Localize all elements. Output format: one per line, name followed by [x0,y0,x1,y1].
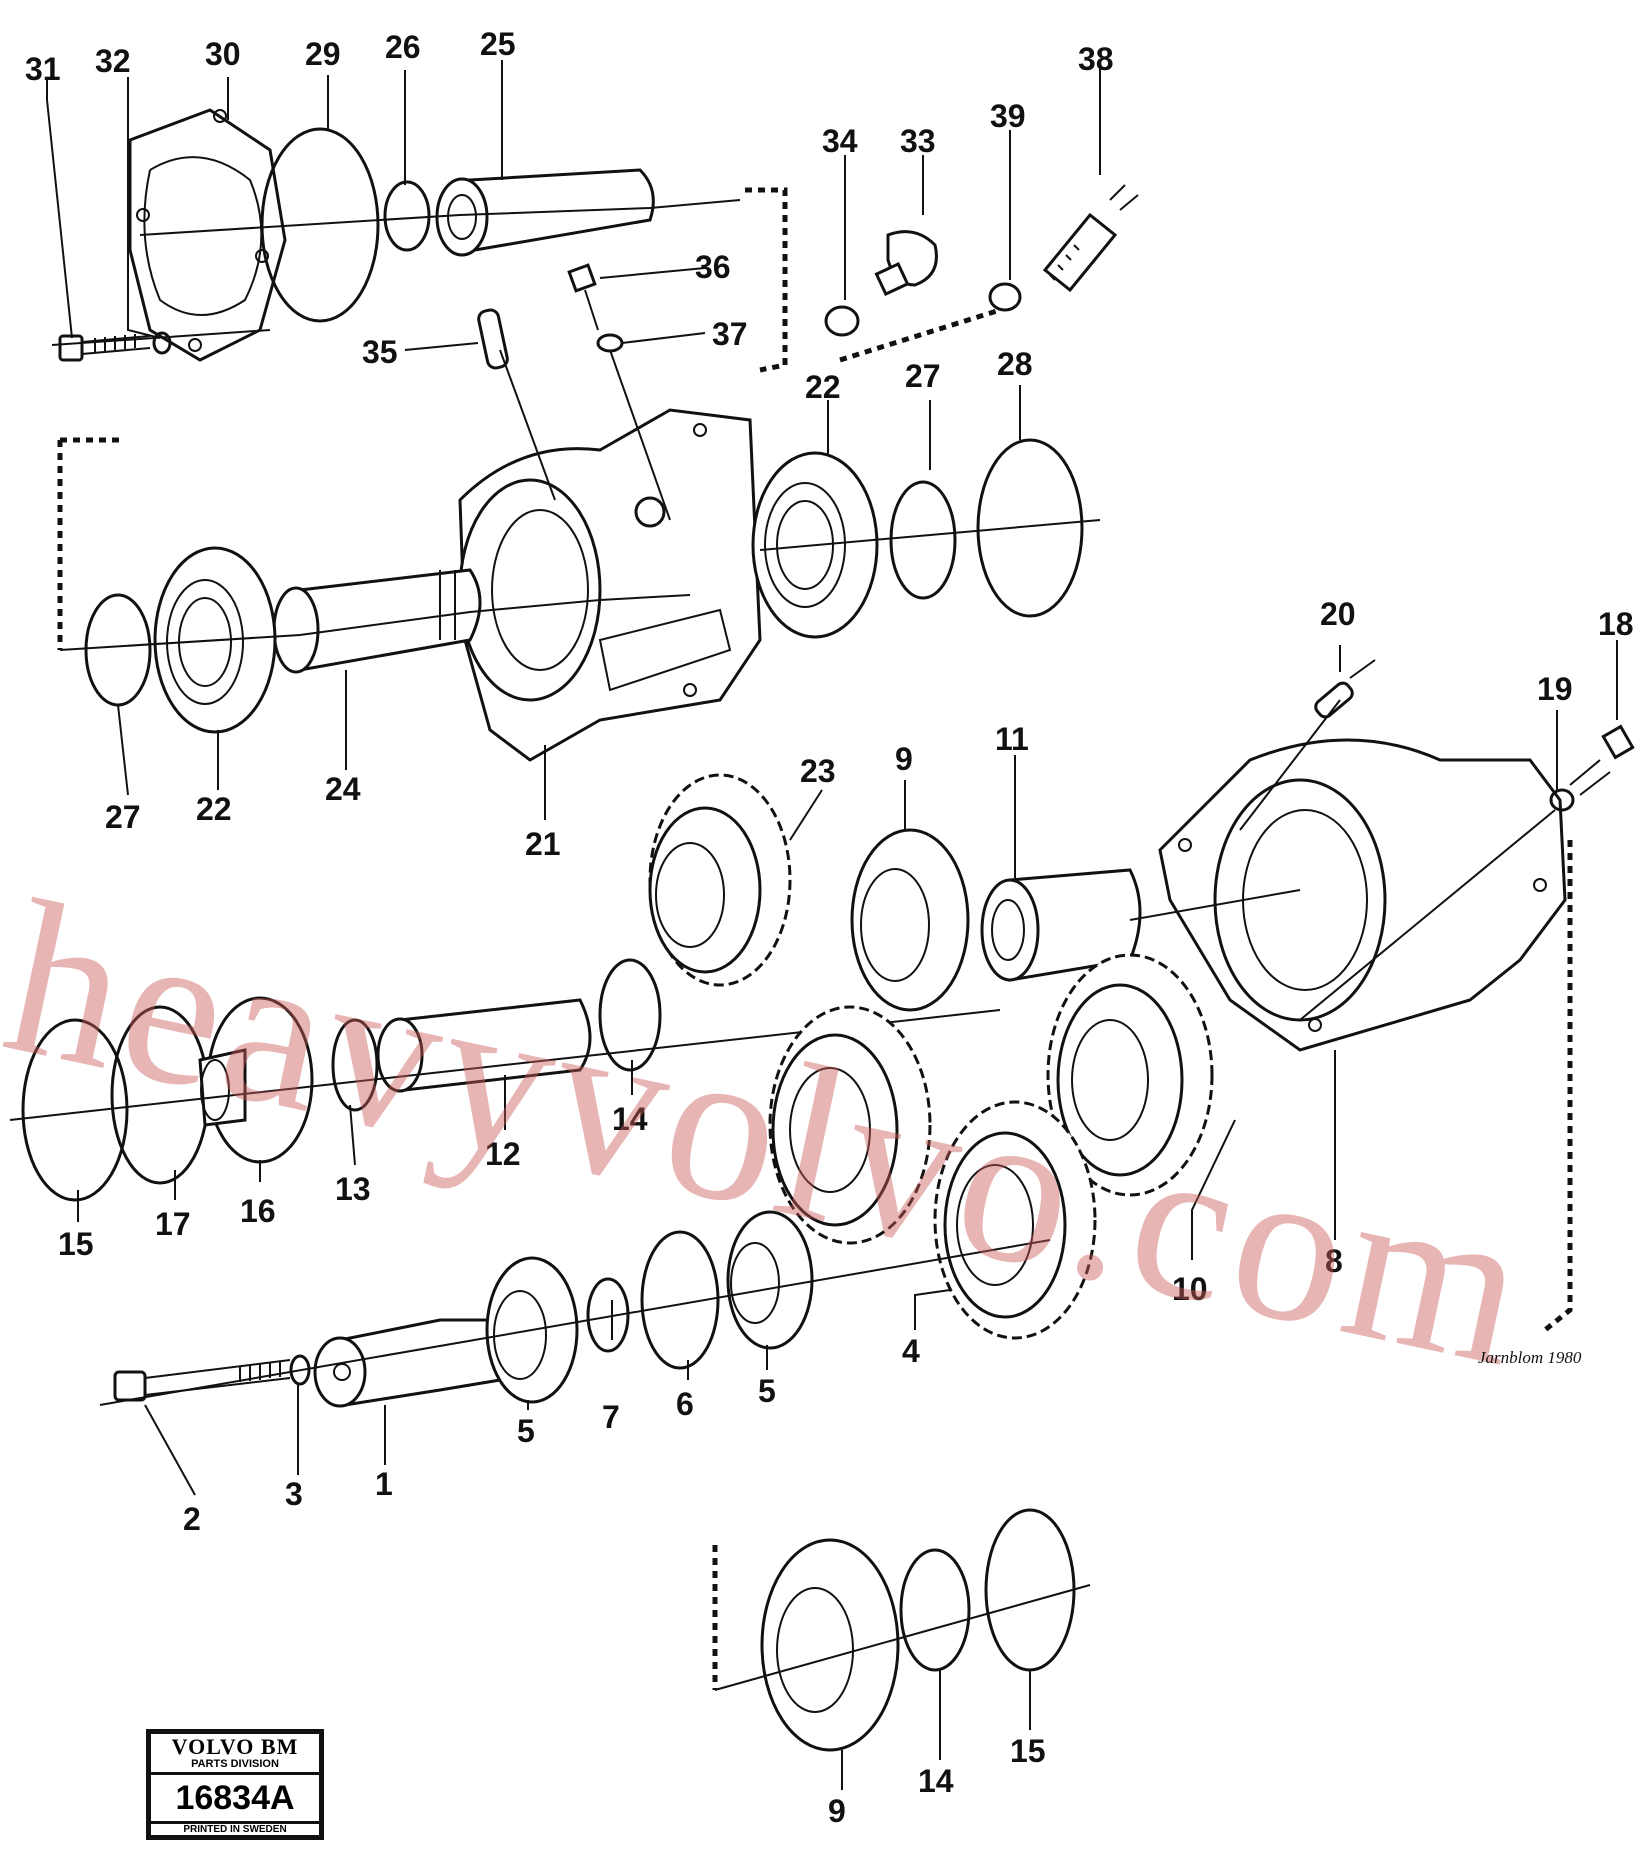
callout-13: 13 [335,1171,371,1207]
callout-6: 6 [676,1386,694,1422]
bolt-18 [1569,724,1635,796]
washer-37 [596,333,624,353]
assembly-boundary-right [1543,840,1573,1332]
callout-9a: 9 [895,741,913,777]
snap-ring-14-lower [899,1548,971,1672]
washer-39 [988,282,1022,312]
plug-33 [874,230,938,297]
callout-4: 4 [902,1333,920,1369]
callout-20: 20 [1320,596,1356,632]
callouts: 31 32 30 29 26 25 38 34 33 39 36 37 35 2… [25,26,1634,1829]
washer-32 [152,331,172,355]
stamp-printed: PRINTED IN SWEDEN [151,1821,319,1836]
callout-27b: 27 [105,799,141,835]
pin-20 [1314,659,1376,719]
callout-16: 16 [240,1193,276,1229]
callout-26: 26 [385,29,421,65]
callout-17: 17 [155,1206,191,1242]
callout-31: 31 [25,51,61,87]
o-ring-29 [260,127,380,323]
bearing-9 [850,828,970,1012]
sleeve-12 [376,998,592,1093]
callout-37: 37 [712,316,748,352]
callout-15b: 15 [1010,1733,1046,1769]
bearing-9-bottom [760,1538,900,1752]
housing-8 [1158,738,1567,1052]
callout-12: 12 [485,1136,521,1172]
sensor-link [839,307,1001,363]
callout-35: 35 [362,334,398,370]
callout-5a: 5 [758,1373,776,1409]
callout-11: 11 [995,721,1029,757]
callout-9b: 9 [828,1793,846,1829]
washer-34 [824,305,860,337]
snap-ring-26 [383,180,431,252]
callout-32: 32 [95,43,131,79]
callout-1: 1 [375,1466,393,1502]
sensor-38 [1042,184,1139,293]
callout-34: 34 [822,123,858,159]
callout-15a: 15 [58,1226,94,1262]
circlip-15-lower [984,1508,1076,1672]
washer-3 [289,1354,311,1386]
stamp-brand: VOLVO BM [171,1734,299,1759]
snap-ring-27-left [84,593,152,707]
hub-16 [198,996,314,1164]
callout-14a: 14 [612,1101,648,1137]
callout-29: 29 [305,36,341,72]
assembly-boundary-top [57,187,788,650]
gear-23 [648,773,792,987]
pin-35 [477,308,509,370]
callout-22a: 22 [805,369,841,405]
washer-19 [1549,788,1575,812]
snap-ring-7 [586,1277,630,1353]
housing-21 [458,408,762,762]
sleeve-11 [980,868,1142,982]
callout-21: 21 [525,826,561,862]
callout-22b: 22 [196,791,232,827]
callout-10: 10 [1172,1271,1208,1307]
callout-14b: 14 [918,1763,954,1799]
snap-ring-14-upper [598,958,662,1072]
callout-5b: 5 [517,1413,535,1449]
shaft-24 [272,568,482,674]
callout-30: 30 [205,36,241,72]
sleeve-25 [435,168,655,257]
snap-ring-13 [331,1018,379,1112]
callout-19: 19 [1537,671,1573,707]
snap-ring-27-right [889,480,957,600]
callout-36: 36 [695,249,731,285]
circlip-15 [21,1018,129,1202]
bearing-5-right [726,1210,814,1350]
stamp-division: PARTS DIVISION [151,1758,319,1775]
gear-10 [1046,953,1214,1197]
callout-23: 23 [800,753,836,789]
callout-33: 33 [900,123,936,159]
callout-3: 3 [285,1476,303,1512]
screw-36 [567,263,599,331]
callout-38: 38 [1078,41,1114,77]
volvo-bm-stamp: VOLVO BM PARTS DIVISION 16834A PRINTED I… [146,1729,324,1840]
gear-large-center [768,1005,932,1245]
gear-4 [933,1100,1097,1340]
callout-39: 39 [990,98,1026,134]
callout-24: 24 [325,771,361,807]
stamp-number: 16834A [175,1779,295,1817]
circlip-6 [640,1230,720,1370]
draftsman-signature: Jarnblom 1980 [1478,1348,1582,1367]
callout-25: 25 [480,26,516,62]
callout-2: 2 [183,1501,201,1537]
callout-27a: 27 [905,358,941,394]
circlip-28 [976,438,1084,618]
callout-7: 7 [602,1399,620,1435]
bolt-31 [58,334,151,362]
bolt-2 [113,1359,291,1402]
callout-18: 18 [1598,606,1634,642]
callout-28: 28 [997,346,1033,382]
callout-8: 8 [1325,1243,1343,1279]
